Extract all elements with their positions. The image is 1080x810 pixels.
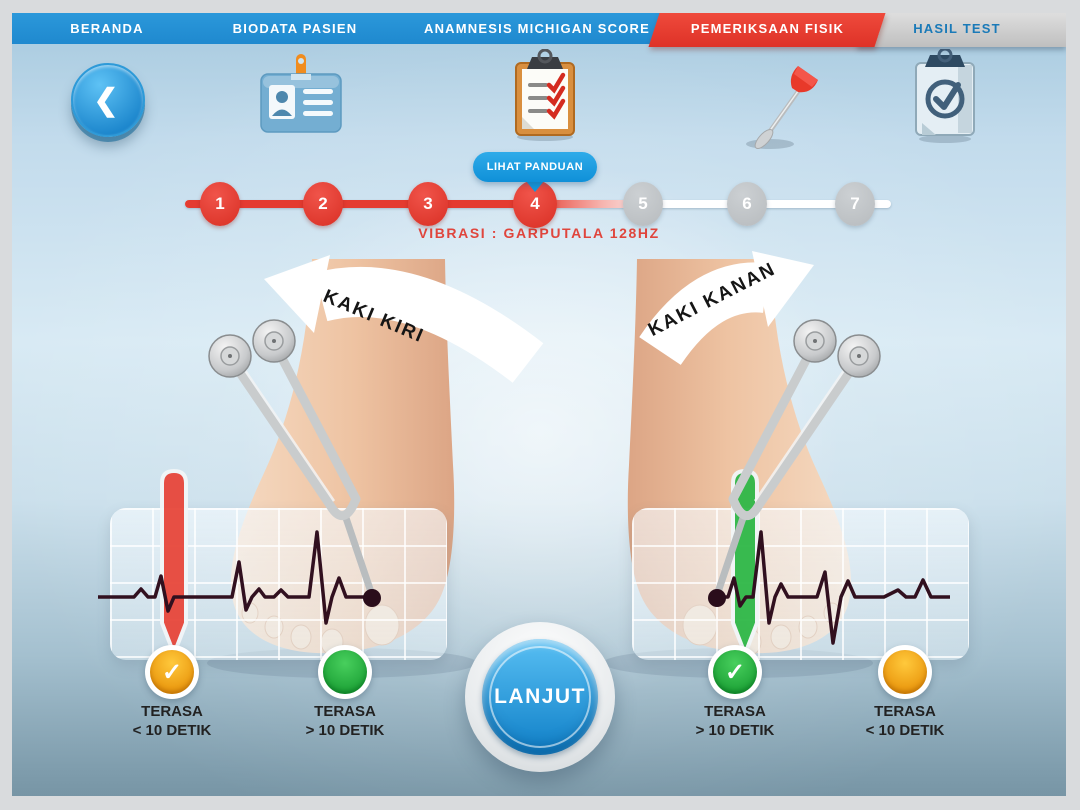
left-over10-label-line1: TERASA	[314, 703, 376, 720]
lanjut-button[interactable]: LANJUT	[465, 622, 615, 772]
reflex-hammer-icon	[730, 50, 826, 150]
left-under10-label: TERASA < 10 DETIK	[92, 703, 252, 741]
right-over10-label: TERASA > 10 DETIK	[655, 703, 815, 741]
step-3[interactable]: 3	[408, 182, 448, 226]
lihat-panduan-pointer	[526, 181, 544, 192]
tab-biodata-pasien[interactable]: BIODATA PASIEN	[232, 21, 358, 36]
left-tuning-fork	[208, 319, 381, 607]
left-under10-check[interactable]: ✓	[145, 645, 199, 699]
right-over10-label-line1: TERASA	[704, 703, 766, 720]
tab-hasil-test[interactable]: HASIL TEST	[857, 13, 1066, 47]
tab-beranda[interactable]: BERANDA	[70, 21, 144, 36]
left-over10-label: TERASA > 10 DETIK	[265, 703, 425, 741]
lihat-panduan-button[interactable]: LIHAT PANDUAN	[473, 152, 597, 182]
right-under10-label-line2: < 10 DETIK	[865, 721, 945, 739]
tab-hasil-test-label: HASIL TEST	[913, 21, 1001, 36]
step-2[interactable]: 2	[303, 182, 343, 226]
check-icon: ✓	[724, 658, 746, 686]
right-under10-label-line1: TERASA	[874, 703, 936, 720]
check-icon: ✓	[161, 658, 183, 686]
left-ecg-waveform	[98, 530, 372, 625]
lanjut-button-face: LANJUT	[482, 639, 598, 755]
step-5[interactable]: 5	[623, 182, 663, 226]
tab-pemeriksaan-fisik-label: PEMERIKSAAN FISIK	[690, 21, 845, 36]
back-button[interactable]: ❮	[71, 63, 145, 137]
tab-pemeriksaan-fisik[interactable]: PEMERIKSAAN FISIK	[648, 13, 886, 47]
step-7[interactable]: 7	[835, 182, 875, 226]
right-over10-label-line2: > 10 DETIK	[695, 721, 775, 739]
right-under10-check[interactable]	[878, 645, 932, 699]
chevron-left-icon: ❮	[93, 83, 119, 117]
clipboard-check-icon	[906, 49, 984, 143]
step-6[interactable]: 6	[727, 182, 767, 226]
right-over10-check[interactable]: ✓	[708, 645, 762, 699]
right-under10-label: TERASA < 10 DETIK	[825, 703, 985, 741]
checklist-clipboard-icon	[502, 49, 588, 141]
id-card-icon	[255, 52, 345, 138]
lanjut-button-ring	[489, 646, 591, 748]
app-screen: KAKI KIRI KAKI KANAN	[12, 13, 1066, 796]
left-over10-check[interactable]	[318, 645, 372, 699]
left-over10-label-line2: > 10 DETIK	[305, 721, 385, 739]
left-under10-label-line2: < 10 DETIK	[132, 721, 212, 739]
tab-anamnesis-michigan-score[interactable]: ANAMNESIS MICHIGAN SCORE	[424, 21, 650, 36]
left-under10-label-line1: TERASA	[141, 703, 203, 720]
left-pointer-red	[160, 468, 188, 660]
step-1[interactable]: 1	[200, 182, 240, 226]
